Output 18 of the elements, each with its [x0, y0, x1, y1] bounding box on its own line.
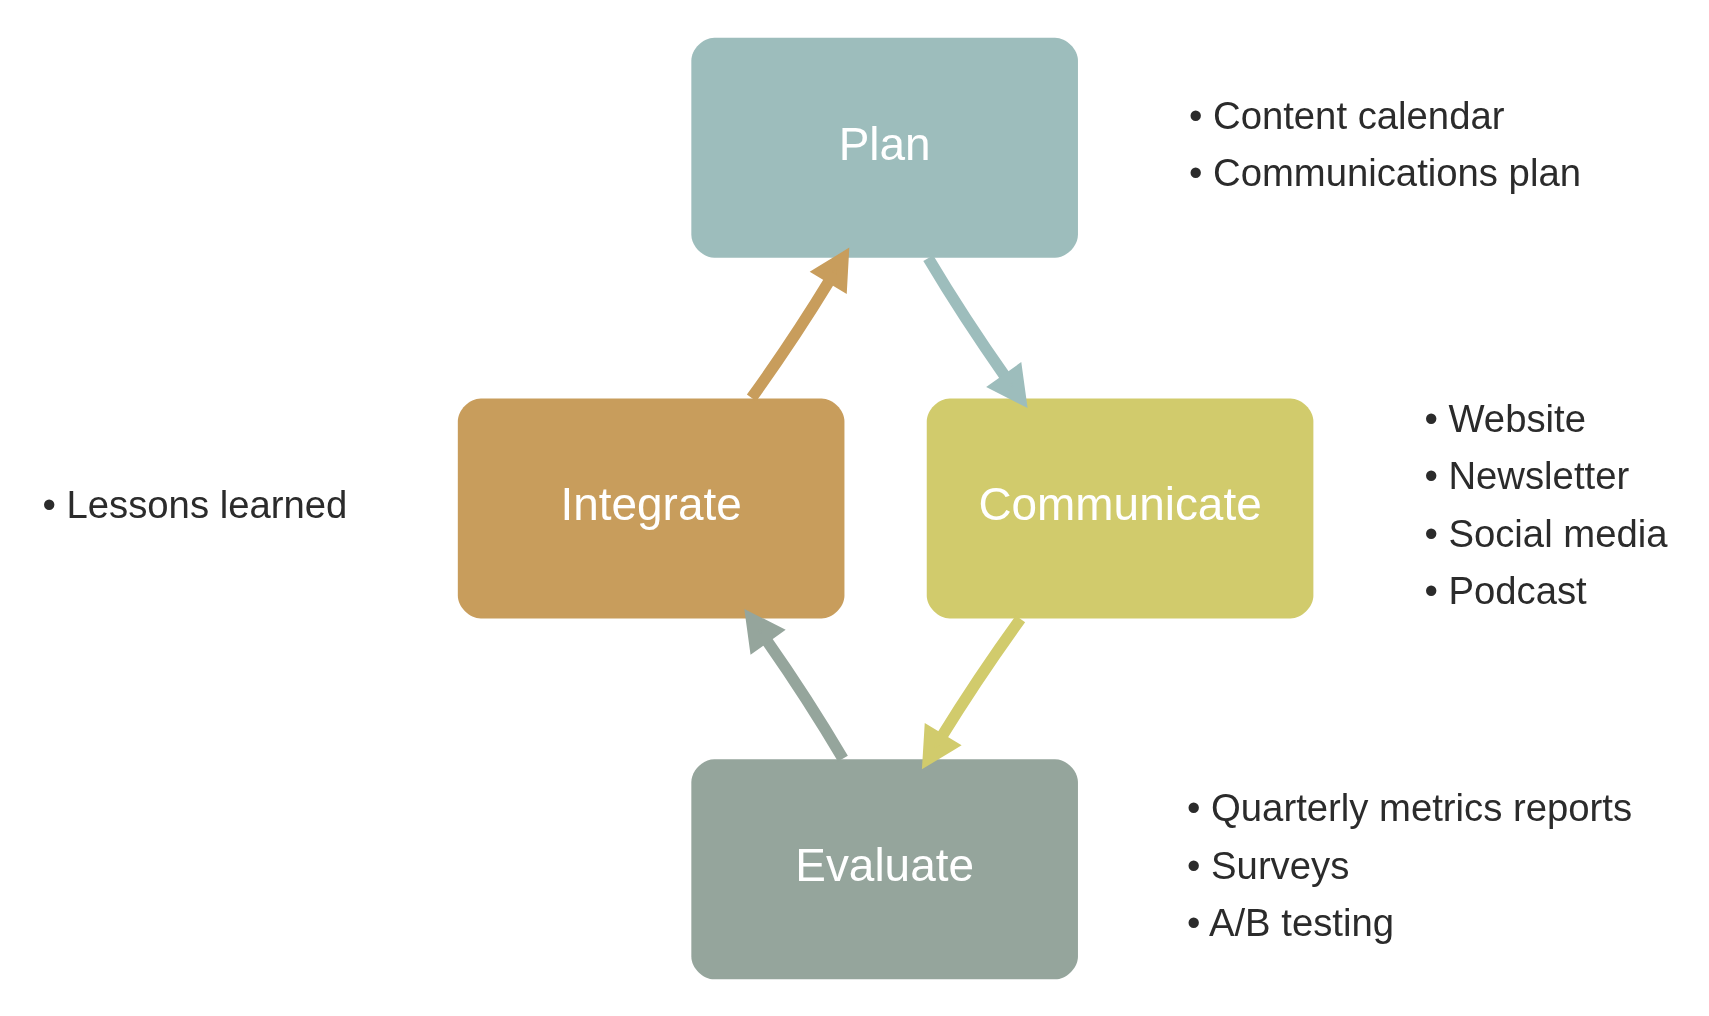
node-label: • Social media [1424, 511, 1668, 555]
node-box: Integrate [457, 397, 845, 619]
node-label: • A/B testing [1187, 900, 1395, 944]
node-box: Plan [691, 37, 1078, 258]
arrow [746, 247, 850, 401]
node-label: • Content calendar [1188, 93, 1505, 137]
node-label: • Podcast [1424, 568, 1587, 612]
node-label: • Quarterly metrics reports [1187, 785, 1633, 829]
node-label: • Surveys [1187, 843, 1350, 887]
node-box: Communicate [926, 397, 1314, 619]
arrow [923, 254, 1028, 408]
node-label: • Newsletter [1424, 453, 1630, 497]
node-label: • Lessons learned [42, 482, 348, 526]
node-label: • Communications plan [1188, 150, 1581, 194]
node-box: Evaluate [691, 758, 1078, 979]
arrow [921, 615, 1026, 769]
arrow [744, 608, 848, 762]
node-label: • Website [1424, 396, 1586, 440]
